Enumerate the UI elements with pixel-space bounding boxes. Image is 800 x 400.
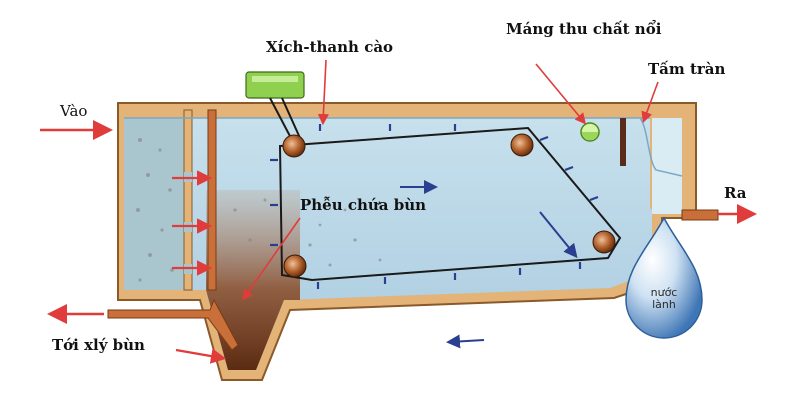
scraper-flights [270,124,599,289]
sprocket-bottom-left [283,254,307,278]
clean-water-droplet [625,216,703,339]
label-sludge-hopper: Phễu chứa bùn [300,196,427,214]
scum-trough [580,122,600,142]
inlet-vertical-pipe [207,109,217,291]
outlet-pipe [681,209,719,221]
weir-plate-pointer [641,81,659,124]
label-weir-plate: Tấm tràn [648,60,726,78]
motor-highlight [252,76,298,82]
water-body [124,118,652,370]
sludge-hopper-pointer [242,217,301,301]
inlet-baffle-wall [183,109,193,291]
sludge-pipe [107,298,239,351]
label-to-sludge-treatment: Tới xlý bùn [52,336,145,354]
drive-belt [269,97,293,141]
outlet-channel [652,118,682,214]
sludge-zone [206,190,300,370]
sprocket-top-right [510,133,534,157]
label-scraper-chain: Xích-thanh cào [266,38,394,56]
label-outlet: Ra [724,184,747,202]
droplet-line-2: lành [652,298,676,312]
droplet-text: nước lành [638,286,690,312]
scraper-chain [278,126,622,282]
inlet-chamber [124,118,184,290]
label-inlet: Vào [60,102,88,120]
scraper-chain-pointer [317,59,329,126]
label-scum-trough: Máng thu chất nổi [506,20,662,38]
drive-belt [281,97,301,139]
suspended-particles [136,138,382,282]
flow-arrow-return [446,334,485,349]
flow-arrow-diagonal [539,211,578,259]
droplet-line-1: nước [650,286,678,299]
weir-plate [620,118,626,166]
hopper-pointer-arrow [175,348,227,364]
drive-motor [245,71,305,99]
sprocket-bottom-right [592,230,616,254]
sprocket-top-left [282,134,306,158]
scum-trough-pointer [535,63,587,125]
